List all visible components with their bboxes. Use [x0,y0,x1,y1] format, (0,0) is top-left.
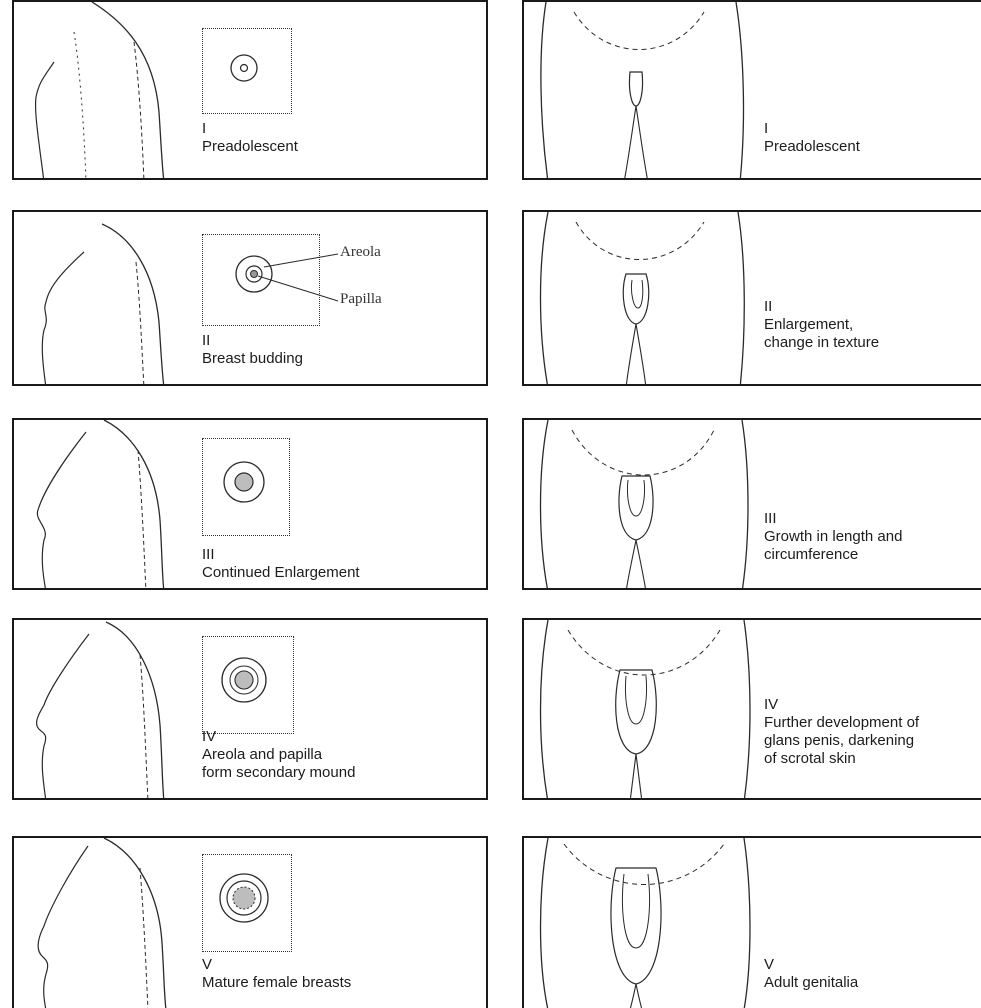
male-stage-3-panel: III Growth in length and circumference [522,418,981,590]
female-stage-2-label: II Breast budding [202,332,303,368]
stage-number: II [202,332,303,350]
stage-number: I [764,120,860,138]
areola-diagram-4 [202,636,292,732]
male-stage-4-panel: IV Further development of glans penis, d… [522,618,981,800]
female-stage-4-panel: IV Areola and papilla form secondary mou… [12,618,488,800]
male-pelvis-figure [524,838,764,1008]
male-pelvis-figure [524,2,764,180]
papilla-label: Papilla [340,291,382,308]
stage-description: Breast budding [202,350,303,368]
male-stage-5-panel: V Adult genitalia [522,836,981,1008]
stage-number: III [202,546,360,564]
female-stage-4-label: IV Areola and papilla form secondary mou… [202,728,355,782]
stage-description: Adult genitalia [764,974,858,992]
stage-number: V [764,956,858,974]
female-stage-3-panel: III Continued Enlargement [12,418,488,590]
stage-number: V [202,956,351,974]
male-stage-3-label: III Growth in length and circumference [764,510,902,564]
female-stage-3-label: III Continued Enlargement [202,546,360,582]
stage-description: Preadolescent [764,138,860,156]
male-stage-4-label: IV Further development of glans penis, d… [764,696,919,768]
female-stage-5-label: V Mature female breasts [202,956,351,992]
areola-diagram-3 [202,438,288,534]
stage-number: IV [202,728,355,746]
stage-number: IV [764,696,919,714]
female-stage-1-label: I Preadolescent [202,120,298,156]
male-pelvis-figure [524,620,764,800]
stage-description: Enlargement, change in texture [764,316,879,352]
female-torso-figure [14,212,214,386]
female-torso-figure [14,620,214,800]
female-stage-1-panel: I Preadolescent [12,0,488,180]
areola-diagram-5 [202,854,290,950]
stage-number: II [764,298,879,316]
female-torso-figure [14,420,214,590]
areola-diagram-1 [202,28,290,112]
female-stage-5-panel: V Mature female breasts [12,836,488,1008]
male-stage-2-panel: II Enlargement, change in texture [522,210,981,386]
stage-number: III [764,510,902,528]
male-stage-1-label: I Preadolescent [764,120,860,156]
female-torso-figure [14,838,214,1008]
stage-description: Further development of glans penis, dark… [764,714,919,768]
stage-number: I [202,120,298,138]
areola-label: Areola [340,244,381,261]
stage-description: Preadolescent [202,138,298,156]
male-stage-5-label: V Adult genitalia [764,956,858,992]
stage-description: Continued Enlargement [202,564,360,582]
male-pelvis-figure [524,420,764,590]
male-pelvis-figure [524,212,764,386]
stage-description: Growth in length and circumference [764,528,902,564]
female-stage-2-panel: Areola Papilla II Breast budding [12,210,488,386]
stage-description: Areola and papilla form secondary mound [202,746,355,782]
male-stage-2-label: II Enlargement, change in texture [764,298,879,352]
male-stage-1-panel: I Preadolescent [522,0,981,180]
female-torso-figure [14,2,214,180]
stage-description: Mature female breasts [202,974,351,992]
